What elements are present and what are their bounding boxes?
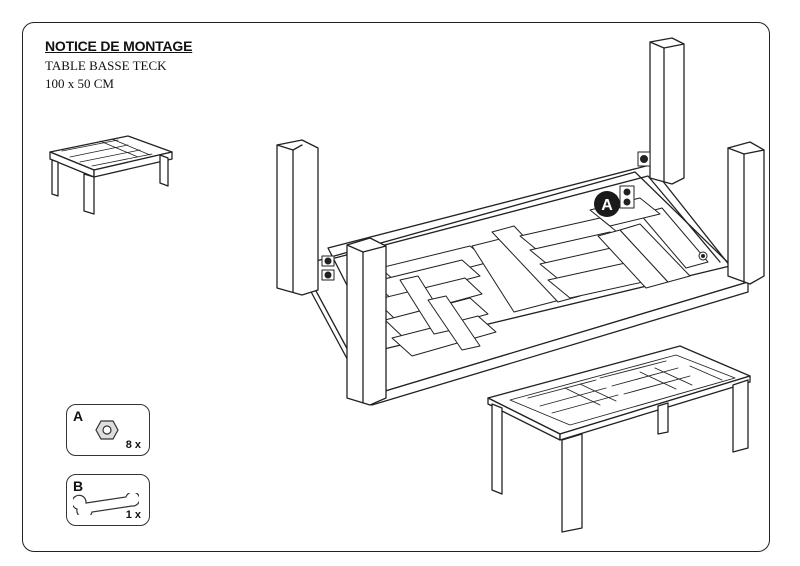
document-title: NOTICE DE MONTAGE bbox=[45, 38, 193, 54]
table-exploded-illustration bbox=[276, 37, 765, 406]
part-a-box: A 8 x bbox=[66, 404, 150, 456]
part-b-quantity: 1 x bbox=[125, 509, 141, 521]
product-dimensions: 100 x 50 CM bbox=[45, 76, 114, 91]
nut-icon bbox=[95, 419, 119, 446]
part-a-quantity: 8 x bbox=[125, 439, 141, 451]
wrench-icon bbox=[71, 491, 141, 520]
callout-a-label: A bbox=[601, 197, 613, 214]
part-b-letter: B bbox=[73, 478, 84, 494]
table-assembled-illustration bbox=[487, 345, 751, 533]
page-frame bbox=[22, 22, 770, 552]
part-b-box: B 1 x bbox=[66, 474, 150, 526]
part-a-letter: A bbox=[73, 408, 84, 424]
table-thumbnail-illustration bbox=[49, 135, 173, 215]
product-name: TABLE BASSE TECK bbox=[45, 58, 167, 73]
callout-a-badge bbox=[594, 191, 620, 217]
